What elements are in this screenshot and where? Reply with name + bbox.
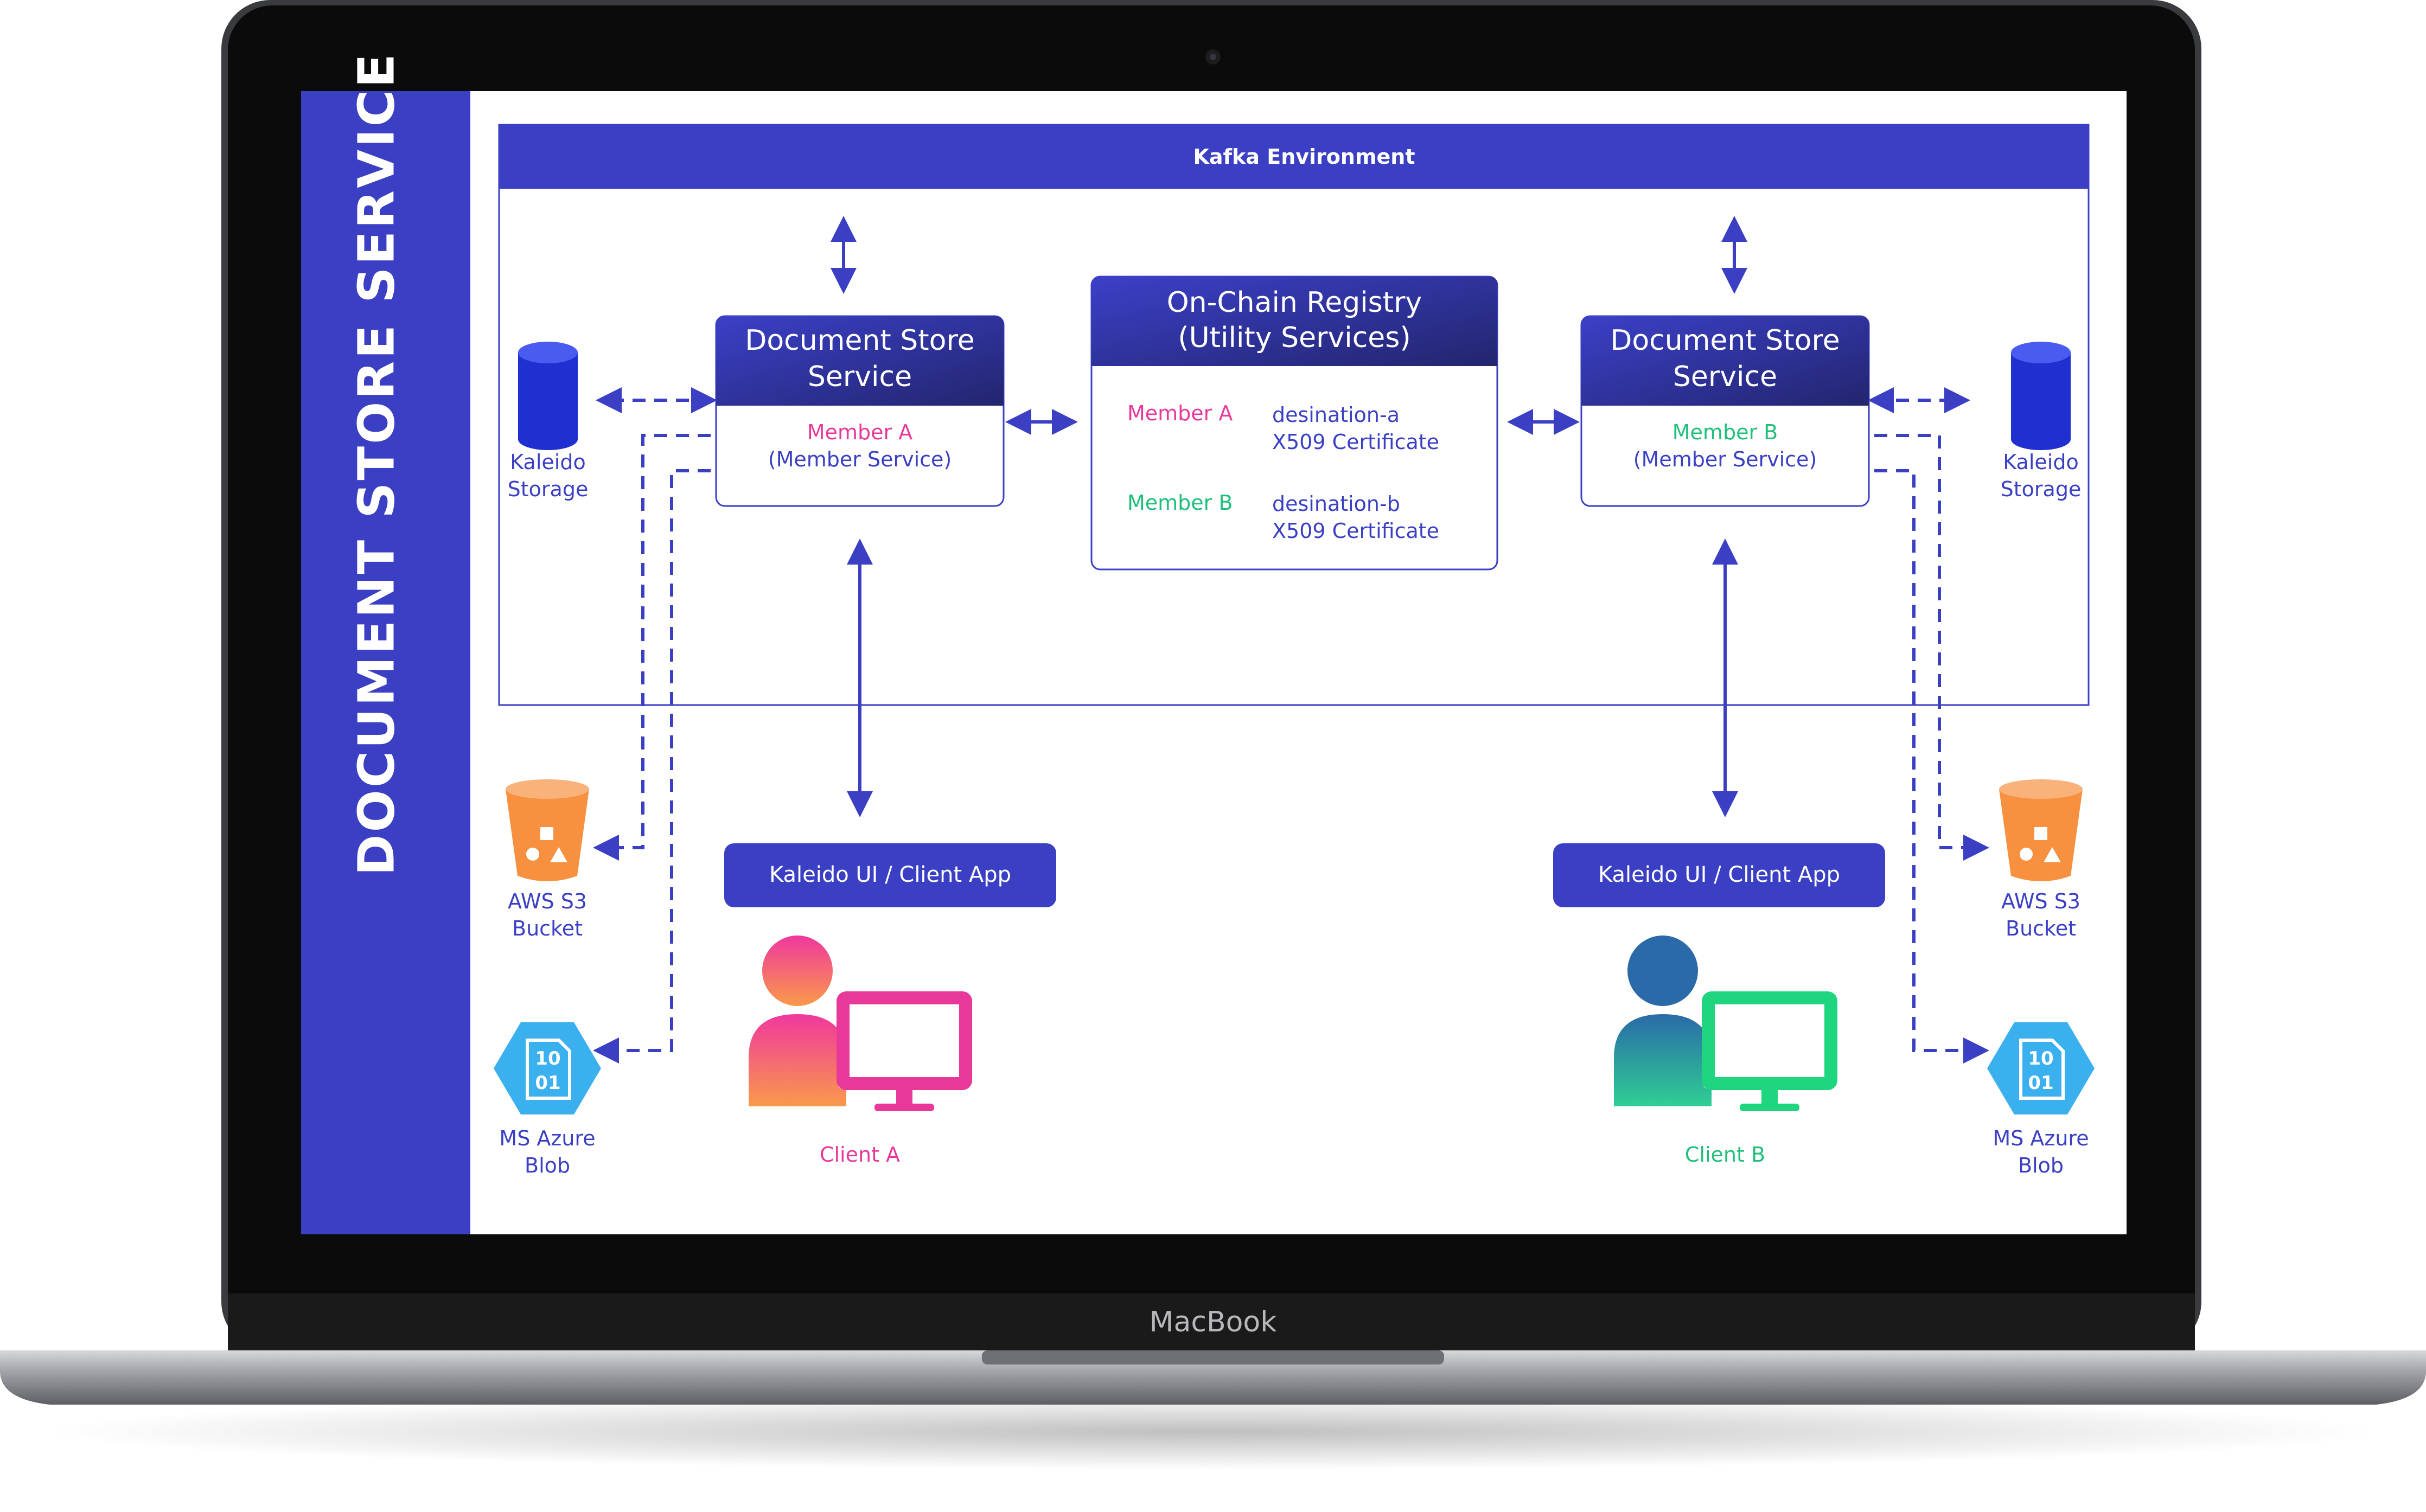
client-a-label: Client A bbox=[820, 1143, 900, 1167]
registry-row-b-cert: X509 Certificate bbox=[1272, 519, 1439, 543]
left-azure-label-1: MS Azure bbox=[499, 1126, 595, 1150]
user-computer-icon bbox=[1614, 936, 1837, 1111]
database-icon bbox=[518, 342, 578, 450]
left-ms-azure-blob: 10 01 MS Azure Blob bbox=[494, 1022, 601, 1177]
client-b: Client B bbox=[1614, 936, 1837, 1167]
registry-row-a-member: Member A bbox=[1127, 401, 1233, 425]
right-storage-label-2: Storage bbox=[2001, 477, 2082, 501]
client-b-label: Client B bbox=[1685, 1143, 1765, 1167]
registry-title-2: (Utility Services) bbox=[1178, 322, 1410, 354]
right-aws-s3: AWS S3 Bucket bbox=[1999, 779, 2083, 940]
solid-connectors bbox=[831, 216, 1747, 817]
right-storage-label-1: Kaleido bbox=[2003, 450, 2078, 474]
left-client-app-button[interactable]: Kaleido UI / Client App bbox=[724, 843, 1056, 907]
right-azure-label-2: Blob bbox=[2018, 1154, 2064, 1177]
registry-row-a-dest: desination-a bbox=[1272, 403, 1400, 427]
left-azure-label-2: Blob bbox=[525, 1154, 570, 1177]
right-kaleido-storage: Kaleido Storage bbox=[2001, 342, 2082, 501]
left-storage-label-2: Storage bbox=[508, 477, 589, 501]
blob-icon: 10 01 bbox=[494, 1022, 601, 1114]
right-s3-label-2: Bucket bbox=[2006, 917, 2076, 940]
right-blob-bits-1: 10 bbox=[2028, 1048, 2053, 1069]
left-s3-label-2: Bucket bbox=[512, 917, 583, 940]
laptop-notch bbox=[982, 1350, 1444, 1364]
kafka-header bbox=[499, 125, 2089, 189]
right-client-app-label: Kaleido UI / Client App bbox=[1598, 862, 1840, 887]
left-service-member-sub: (Member Service) bbox=[768, 447, 952, 471]
laptop-base bbox=[0, 1350, 2426, 1405]
left-s3-label-1: AWS S3 bbox=[508, 889, 587, 913]
laptop-shadow bbox=[47, 1394, 2379, 1470]
sidebar-title: DOCUMENT STORE SERVICE bbox=[347, 52, 405, 876]
left-service-title-2: Service bbox=[808, 361, 912, 393]
bezel-bottom bbox=[228, 1293, 2195, 1350]
right-ms-azure-blob: 10 01 MS Azure Blob bbox=[1987, 1022, 2095, 1177]
dashed-connectors bbox=[593, 387, 1989, 1063]
right-document-store-service: Document Store Service Member B (Member … bbox=[1580, 315, 1870, 507]
left-document-store-service: Document Store Service Member A (Member … bbox=[715, 315, 1005, 507]
on-chain-registry: On-Chain Registry (Utility Services) Mem… bbox=[1090, 276, 1498, 571]
bucket-icon bbox=[506, 779, 589, 881]
left-storage-label-1: Kaleido bbox=[510, 450, 585, 474]
sidebar bbox=[301, 91, 470, 1234]
registry-title-1: On-Chain Registry bbox=[1167, 286, 1422, 319]
left-aws-s3: AWS S3 Bucket bbox=[506, 779, 589, 940]
left-blob-bits-2: 01 bbox=[535, 1072, 560, 1094]
right-azure-label-1: MS Azure bbox=[1993, 1126, 2089, 1150]
right-s3-label-1: AWS S3 bbox=[2001, 889, 2080, 913]
registry-row-b-member: Member B bbox=[1127, 491, 1233, 515]
blob-icon: 10 01 bbox=[1987, 1022, 2095, 1114]
user-computer-icon bbox=[749, 936, 972, 1111]
right-client-app-button[interactable]: Kaleido UI / Client App bbox=[1553, 843, 1885, 907]
right-service-member-sub: (Member Service) bbox=[1633, 447, 1817, 471]
database-icon bbox=[2011, 342, 2071, 450]
client-a: Client A bbox=[749, 936, 972, 1167]
bucket-icon bbox=[1999, 779, 2083, 881]
right-service-member: Member B bbox=[1672, 420, 1778, 444]
left-client-app-label: Kaleido UI / Client App bbox=[769, 862, 1011, 887]
registry-row-b-dest: desination-b bbox=[1272, 492, 1400, 516]
left-blob-bits-1: 10 bbox=[535, 1048, 560, 1069]
registry-row-a-cert: X509 Certificate bbox=[1272, 430, 1439, 454]
left-service-title-1: Document Store bbox=[745, 324, 974, 357]
left-service-member: Member A bbox=[807, 420, 912, 444]
kafka-title: Kafka Environment bbox=[1193, 145, 1415, 169]
left-kaleido-storage: Kaleido Storage bbox=[508, 342, 589, 501]
laptop-brand: MacBook bbox=[1150, 1306, 1277, 1338]
right-service-title-1: Document Store bbox=[1610, 324, 1840, 357]
right-service-title-2: Service bbox=[1673, 361, 1777, 393]
right-blob-bits-2: 01 bbox=[2028, 1072, 2053, 1094]
